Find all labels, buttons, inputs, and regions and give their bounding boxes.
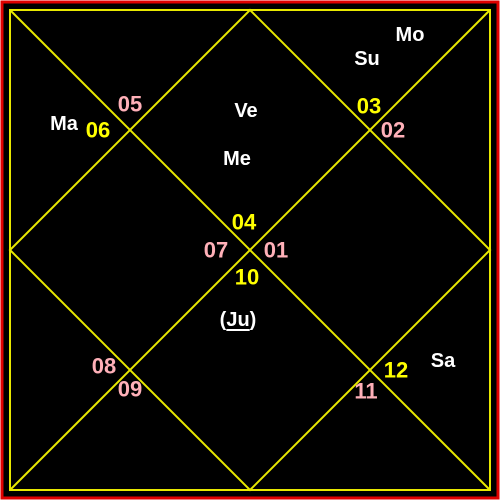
sign-02: 02 — [381, 118, 405, 143]
sign-12: 12 — [384, 358, 408, 383]
planet-su: Su — [354, 48, 380, 70]
chart-grid-lines — [8, 8, 492, 492]
planet-mo: Mo — [396, 24, 425, 46]
sign-06: 06 — [86, 118, 110, 143]
planet-ju: (Ju) — [220, 309, 257, 331]
sign-04: 04 — [232, 210, 257, 235]
planet-ve: Ve — [234, 100, 257, 122]
diagonal-anti — [9, 9, 491, 491]
sign-11: 11 — [354, 379, 377, 404]
planet-sa: Sa — [431, 350, 456, 372]
sign-03: 03 — [357, 94, 381, 119]
planet-ma: Ma — [50, 113, 79, 135]
sign-08: 08 — [92, 354, 116, 379]
sign-05: 05 — [118, 92, 142, 117]
sign-09: 09 — [118, 377, 142, 402]
planet-me: Me — [223, 148, 251, 170]
sign-01: 01 — [264, 238, 288, 263]
sign-10: 10 — [235, 265, 259, 290]
inner-diamond — [8, 8, 492, 492]
sign-07: 07 — [204, 238, 228, 263]
